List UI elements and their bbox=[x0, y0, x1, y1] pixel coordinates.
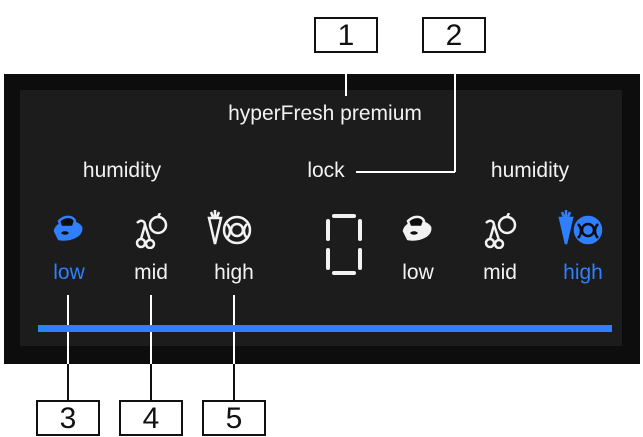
right-level-mid[interactable]: mid bbox=[483, 261, 517, 284]
callout-3: 3 bbox=[36, 400, 100, 436]
left-level-mid[interactable]: mid bbox=[134, 261, 168, 284]
fish-meat-icon-right bbox=[400, 213, 436, 245]
right-level-low[interactable]: low bbox=[402, 261, 434, 284]
callout-4: 4 bbox=[119, 400, 183, 436]
left-humidity-heading: humidity bbox=[82, 159, 162, 182]
left-level-high[interactable]: high bbox=[214, 261, 254, 284]
vegetable-icon bbox=[205, 208, 253, 248]
seven-segment-digit bbox=[326, 214, 362, 276]
left-level-low[interactable]: low bbox=[53, 261, 85, 284]
callout-2: 2 bbox=[422, 17, 486, 53]
fish-meat-icon bbox=[51, 213, 87, 245]
display-panel-inner bbox=[20, 90, 622, 346]
status-light-bar bbox=[38, 325, 612, 332]
right-level-high[interactable]: high bbox=[563, 261, 603, 284]
vegetable-icon-right bbox=[556, 208, 604, 248]
callout-1: 1 bbox=[314, 17, 378, 53]
callout-5: 5 bbox=[202, 400, 266, 436]
lock-label[interactable]: lock bbox=[307, 159, 345, 182]
panel-title: hyperFresh premium bbox=[228, 102, 422, 125]
fruit-icon bbox=[133, 213, 169, 249]
fruit-icon-right bbox=[482, 213, 518, 249]
right-humidity-heading: humidity bbox=[490, 159, 570, 182]
